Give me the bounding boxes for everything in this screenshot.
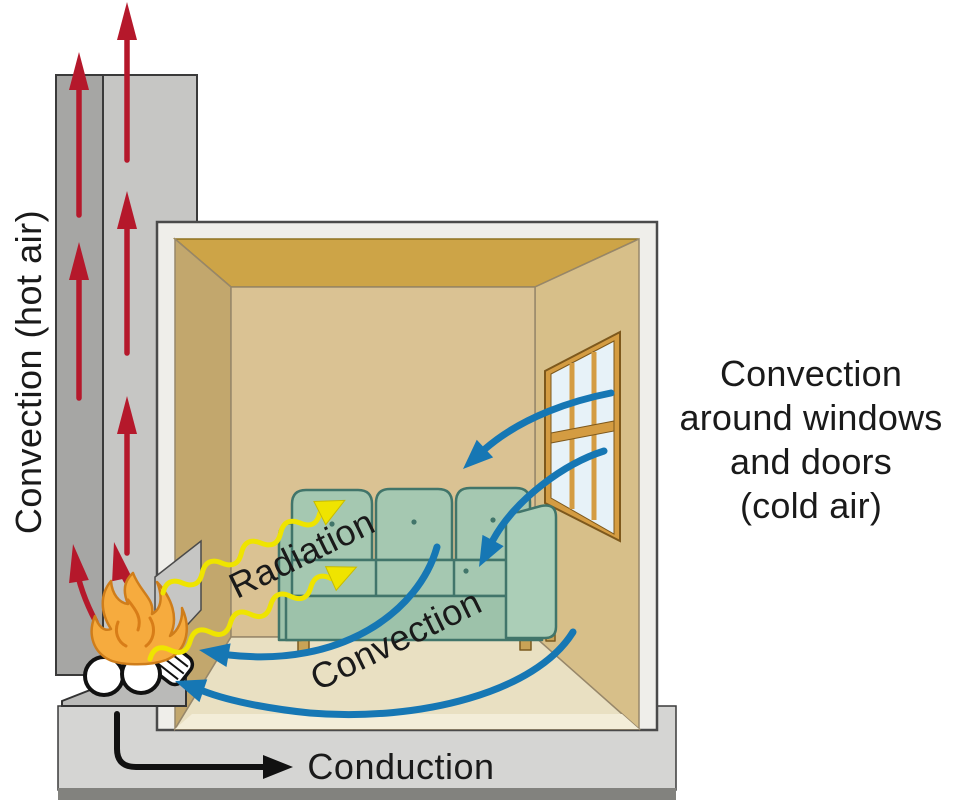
couch xyxy=(277,486,558,655)
cold-air-arrowhead xyxy=(199,643,231,668)
cold-air-arrowhead xyxy=(175,679,208,703)
window-note-line: (cold air) xyxy=(739,485,883,526)
hot-air-arrowhead xyxy=(117,191,137,229)
cold-air-arrow xyxy=(225,543,441,661)
conduction-arrow xyxy=(114,711,293,779)
cold-air-arrow xyxy=(489,447,608,544)
window-meeting-rail xyxy=(550,420,615,444)
couch-base xyxy=(284,594,544,642)
window-note-line: around windows xyxy=(679,397,943,438)
cold-air-arrowhead xyxy=(463,439,494,469)
radiation-arrows xyxy=(147,499,358,662)
room-floor-highlight xyxy=(175,714,639,729)
hot-air-arrow-heads xyxy=(69,2,137,584)
window xyxy=(544,330,621,543)
hot-air-arrowhead xyxy=(112,542,132,582)
cold-air-arrow-heads xyxy=(175,439,504,703)
chimney-convection-label: Convection (hot air) xyxy=(8,209,49,535)
cold-air-arrow-shafts xyxy=(199,389,615,719)
fire-flame-detail xyxy=(114,598,155,648)
cold-air-arrowhead xyxy=(479,534,504,567)
hot-air-arrowhead xyxy=(69,544,89,584)
window-note-line: Convection xyxy=(719,353,903,394)
hot-air-arrowhead xyxy=(69,52,89,90)
window-note-line: and doors xyxy=(730,441,892,482)
radiation-arrow xyxy=(147,566,358,662)
radiation-arrowhead xyxy=(324,566,358,592)
hot-air-arrowhead xyxy=(69,242,89,280)
hot-air-arrowhead xyxy=(117,396,137,434)
foundation-footing xyxy=(58,788,676,800)
cold-air-arrow xyxy=(481,389,615,453)
radiation-arrowhead xyxy=(313,499,346,526)
conduction-label: Conduction xyxy=(307,746,495,787)
conduction-arrowhead xyxy=(263,755,293,779)
fireplace xyxy=(61,539,202,707)
hot-air-arrowhead xyxy=(117,2,137,40)
window-convection-note: Convection around windows and doors (col… xyxy=(652,352,960,528)
room xyxy=(155,220,659,732)
radiation-arrow xyxy=(160,499,346,596)
cold-air-arrow xyxy=(199,628,577,719)
